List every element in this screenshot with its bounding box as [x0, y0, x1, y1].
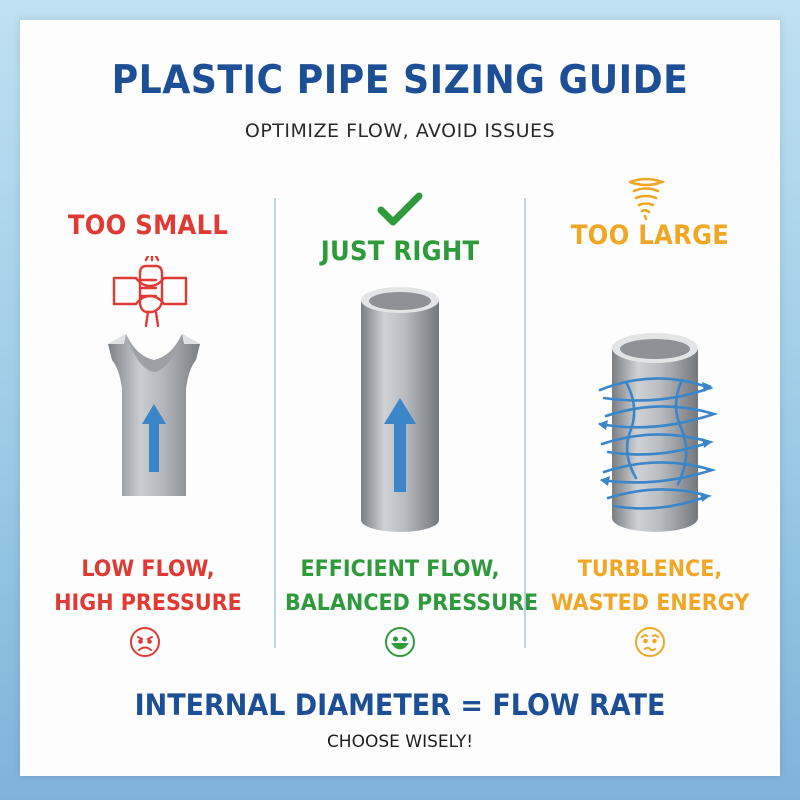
too-large-label: TOO LARGE: [570, 220, 730, 251]
page-title: PLASTIC PIPE SIZING GUIDE: [111, 58, 689, 103]
smiling-face-icon: [385, 627, 415, 657]
narrow-pipe-illustration: [108, 334, 200, 496]
footer-formula: INTERNAL DIAMETER = FLOW RATE: [134, 688, 666, 722]
footer-tagline: CHOOSE WISELY!: [326, 732, 474, 752]
column-divider-left: [274, 198, 276, 648]
too-large-description: TURBLENCE, WASTED ENERGY: [550, 556, 750, 616]
right-size-pipe-illustration: [361, 287, 439, 532]
squeezed-pipe-hand-icon: [112, 256, 188, 328]
tornado-icon: [628, 177, 666, 220]
oversized-pipe-illustration: [598, 333, 719, 532]
page-subtitle: OPTIMIZE FLOW, AVOID ISSUES: [244, 120, 556, 142]
just-right-label: JUST RIGHT: [320, 236, 480, 267]
worried-face-icon: [635, 627, 665, 657]
infographic-card: PLASTIC PIPE SIZING GUIDE OPTIMIZE FLOW,…: [20, 20, 780, 776]
checkmark-icon: [377, 192, 423, 226]
angry-face-icon: [130, 627, 160, 657]
column-divider-right: [524, 198, 526, 648]
just-right-description: EFFICIENT FLOW, BALANCED PRESSURE: [285, 556, 539, 616]
too-small-label: TOO SMALL: [67, 210, 229, 241]
too-small-description: LOW FLOW, HIGH PRESSURE: [54, 556, 242, 616]
